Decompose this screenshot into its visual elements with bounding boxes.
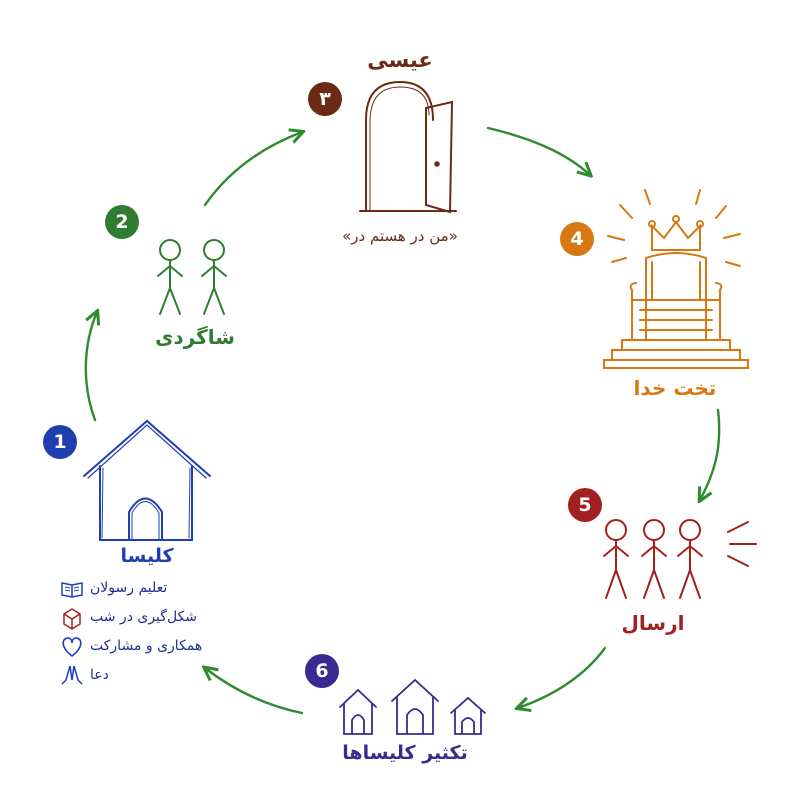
box-icon (63, 608, 81, 630)
step-2-title: شاگردی (155, 325, 235, 349)
step-3-subtitle: «من در هستم در» (342, 227, 458, 245)
church-feature-prayer: دعا (90, 667, 109, 683)
church-feature-teaching: تعلیم رسولان (90, 580, 168, 596)
cycle-arrows (84, 126, 721, 715)
praying-hands-icon (61, 665, 83, 685)
arrow-2-to-3 (203, 132, 302, 207)
two-people-icon (157, 239, 227, 315)
step-5-badge: 5 (568, 488, 602, 522)
arrow-6-to-1 (205, 668, 304, 715)
step-6-badge: 6 (305, 654, 339, 688)
three-houses-icon (339, 678, 486, 735)
three-people-icon (603, 519, 757, 599)
church-feature-fellowship: همکاری و مشارکت (90, 638, 203, 654)
heart-icon (62, 637, 82, 658)
book-icon (61, 582, 83, 598)
church-feature-forming: شکل‌گیری در شب (90, 609, 198, 625)
step-2-badge: 2 (105, 205, 139, 239)
step-3-badge: ۳ (308, 82, 342, 116)
house-icon (83, 419, 211, 541)
arrow-5-to-6 (518, 646, 607, 708)
door-icon (359, 80, 457, 214)
step-5-title: ارسال (621, 611, 685, 635)
step-4-title: تخت خدا (633, 376, 717, 400)
arrow-1-to-2 (84, 312, 97, 422)
step-1-title: کلیسا (120, 545, 174, 567)
step-4-badge: 4 (560, 222, 594, 256)
step-1-badge: 1 (43, 425, 77, 459)
throne-icon (603, 189, 749, 369)
arrow-4-to-5 (700, 408, 721, 500)
arrow-3-to-4 (486, 126, 590, 175)
step-6-title: تکثیر کلیساها (342, 742, 468, 764)
step-3-title: عیسی (367, 48, 433, 72)
